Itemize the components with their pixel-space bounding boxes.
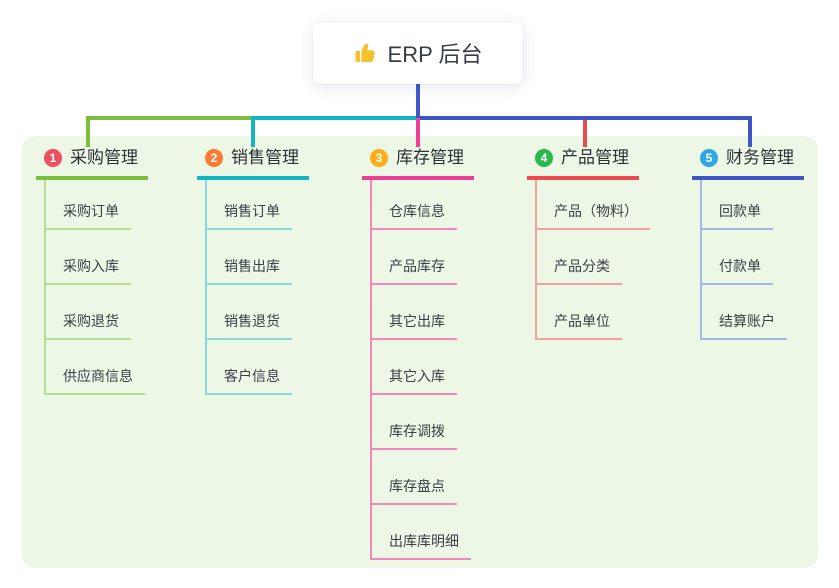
child-node-2-3[interactable]: 销售退货: [205, 312, 292, 340]
branch-label: 销售管理: [231, 148, 299, 167]
branch-spine-5: [700, 180, 702, 340]
branch-number-badge: 5: [700, 149, 718, 167]
branch-header-5[interactable]: 5 财务管理: [692, 147, 804, 180]
child-node-5-1[interactable]: 回款单: [700, 202, 773, 230]
child-node-1-4[interactable]: 供应商信息: [44, 367, 145, 395]
child-node-4-1[interactable]: 产品（物料）: [535, 202, 650, 230]
content-panel: [22, 136, 818, 568]
branch-label: 采购管理: [70, 148, 138, 167]
branch-label: 产品管理: [561, 148, 629, 167]
root-label: ERP 后台: [387, 42, 483, 67]
child-node-5-3[interactable]: 结算账户: [700, 312, 787, 340]
branch-label: 库存管理: [396, 148, 464, 167]
child-node-3-7[interactable]: 出库库明细: [370, 532, 471, 560]
child-node-3-2[interactable]: 产品库存: [370, 257, 457, 285]
branch-header-1[interactable]: 1 采购管理: [36, 147, 148, 180]
branch-spine-3: [370, 180, 372, 560]
child-node-2-2[interactable]: 销售出库: [205, 257, 292, 285]
branch-spine-2: [205, 180, 207, 395]
child-node-2-1[interactable]: 销售订单: [205, 202, 292, 230]
branch-header-4[interactable]: 4 产品管理: [527, 147, 639, 180]
child-node-3-5[interactable]: 库存调拨: [370, 422, 457, 450]
child-node-3-6[interactable]: 库存盘点: [370, 477, 457, 505]
branch-number-badge: 3: [370, 149, 388, 167]
child-node-2-4[interactable]: 客户信息: [205, 367, 292, 395]
child-node-4-3[interactable]: 产品单位: [535, 312, 622, 340]
thumbs-up-icon: [354, 41, 378, 65]
branch-label: 财务管理: [726, 148, 794, 167]
branch-number-badge: 2: [205, 149, 223, 167]
child-node-5-2[interactable]: 付款单: [700, 257, 773, 285]
branch-header-2[interactable]: 2 销售管理: [197, 147, 309, 180]
branch-header-3[interactable]: 3 库存管理: [362, 147, 474, 180]
child-node-1-1[interactable]: 采购订单: [44, 202, 131, 230]
branch-number-badge: 1: [44, 149, 62, 167]
child-node-3-3[interactable]: 其它出库: [370, 312, 457, 340]
child-node-1-2[interactable]: 采购入库: [44, 257, 131, 285]
branch-spine-4: [535, 180, 537, 340]
child-node-4-2[interactable]: 产品分类: [535, 257, 622, 285]
child-node-3-1[interactable]: 仓库信息: [370, 202, 457, 230]
child-node-3-4[interactable]: 其它入库: [370, 367, 457, 395]
root-node[interactable]: ERP 后台: [313, 22, 523, 84]
child-node-1-3[interactable]: 采购退货: [44, 312, 131, 340]
branch-number-badge: 4: [535, 149, 553, 167]
branch-spine-1: [44, 180, 46, 395]
